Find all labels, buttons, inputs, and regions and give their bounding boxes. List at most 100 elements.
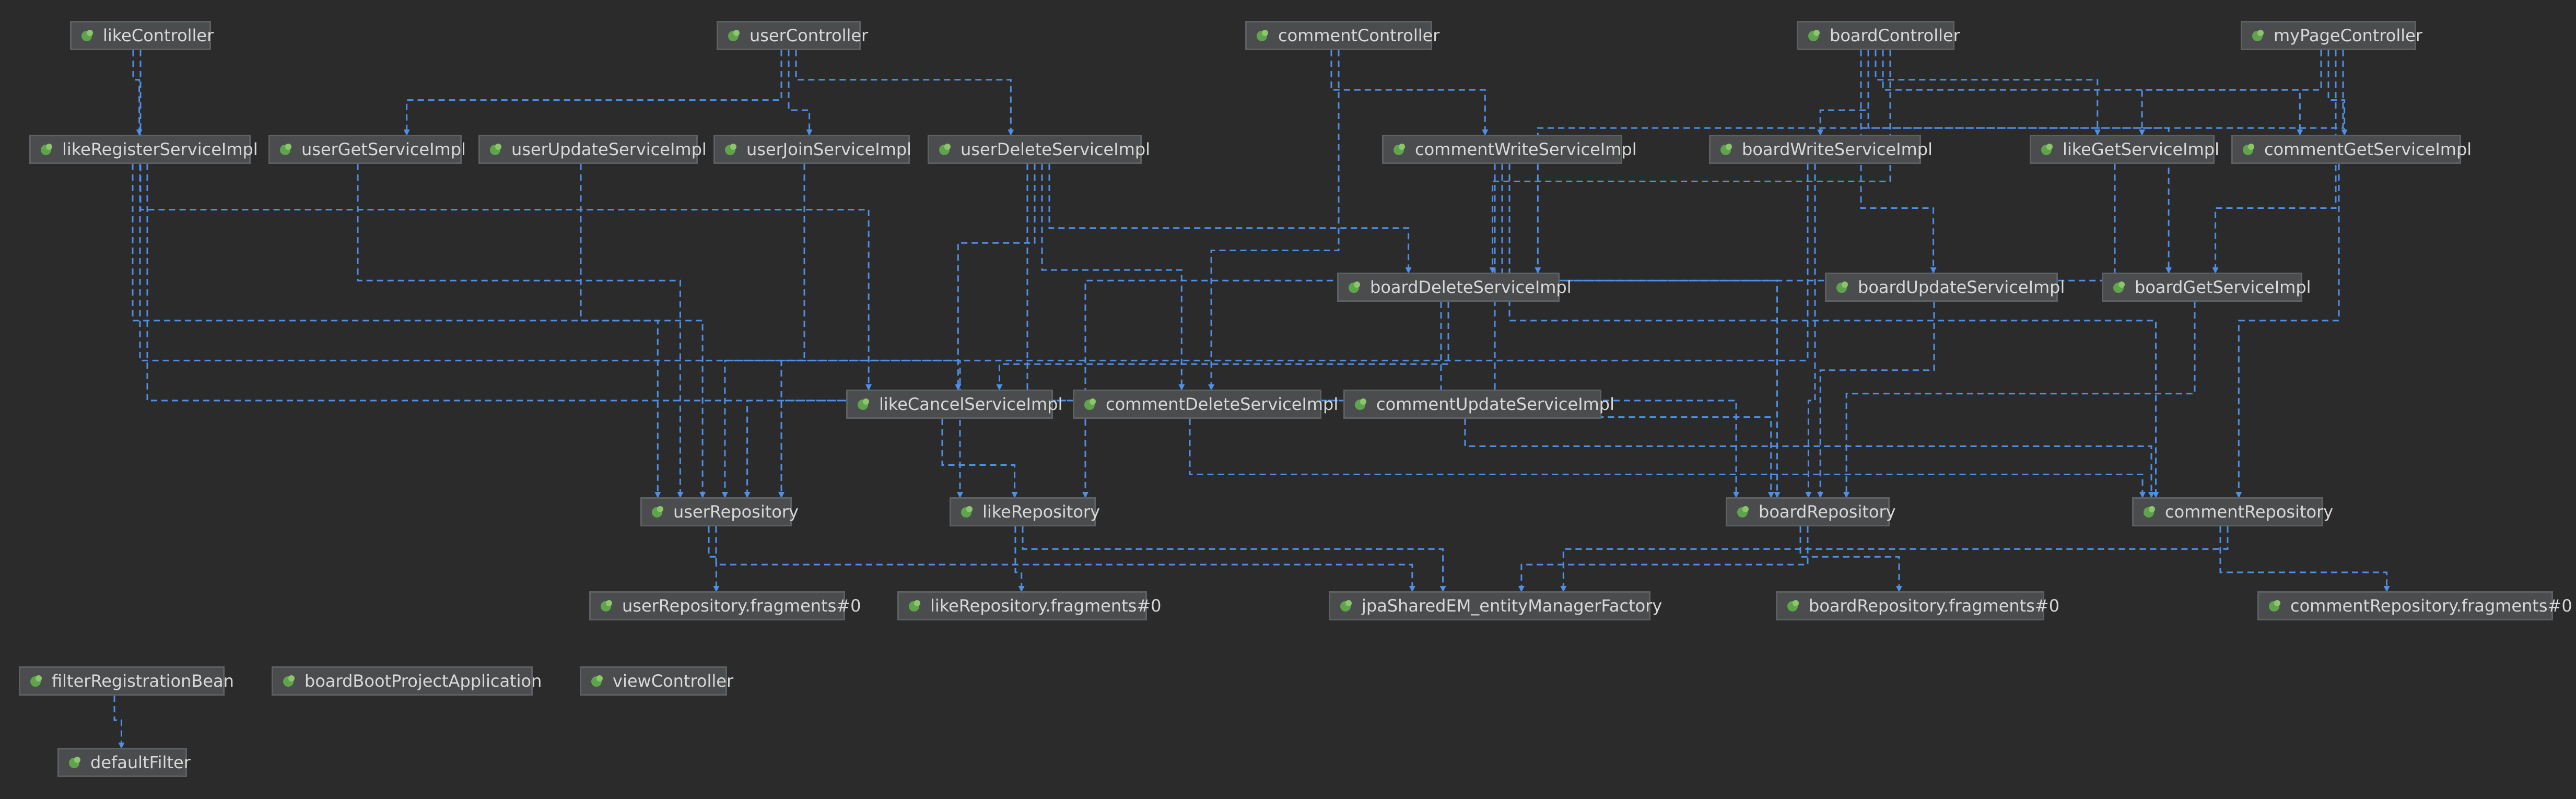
- node-userGetServiceImpl[interactable]: userGetServiceImpl: [268, 135, 466, 164]
- edge-commentWriteServiceImpl-to-userRepository: [778, 164, 1496, 498]
- edge-userJoinServiceImpl-to-userRepository: [721, 164, 805, 498]
- node-label: likeController: [103, 26, 214, 45]
- node-label: userController: [750, 26, 869, 45]
- node-boardWriteServiceImpl[interactable]: boardWriteServiceImpl: [1709, 135, 1933, 164]
- node-userDeleteServiceImpl[interactable]: userDeleteServiceImpl: [928, 135, 1150, 164]
- spring-bean-icon: [1808, 30, 1820, 41]
- edge-boardRepository-to-jpaSharedEM: [1518, 526, 1809, 592]
- node-boardGetServiceImpl[interactable]: boardGetServiceImpl: [2102, 273, 2311, 302]
- spring-bean-icon: [1720, 144, 1732, 155]
- spring-bean-icon: [1257, 30, 1268, 41]
- node-userRepository[interactable]: userRepository: [640, 497, 799, 526]
- edge-myPageController-to-likeGetServiceImpl: [2139, 50, 2322, 136]
- node-commentUpdateServiceImpl[interactable]: commentUpdateServiceImpl: [1343, 390, 1614, 419]
- edge-userGetServiceImpl-to-userRepository: [357, 164, 684, 498]
- node-viewController[interactable]: viewController: [580, 666, 733, 696]
- node-userController[interactable]: userController: [717, 21, 868, 50]
- node-commentRepository-fragments[interactable]: commentRepository.fragments#0: [2257, 591, 2572, 620]
- edge-myPageController-to-boardDeleteServiceImpl: [1535, 50, 2344, 274]
- node-userUpdateServiceImpl[interactable]: userUpdateServiceImpl: [478, 135, 707, 164]
- node-myPageController[interactable]: myPageController: [2241, 21, 2422, 50]
- node-label: filterRegistrationBean: [52, 671, 234, 691]
- edge-likeRegisterServiceImpl-to-userRepository: [132, 164, 661, 498]
- edge-myPageController-to-commentGetServiceImpl: [2327, 50, 2348, 136]
- edge-boardController-to-boardUpdateServiceImpl: [1860, 50, 1937, 274]
- node-label: boardGetServiceImpl: [2135, 277, 2311, 297]
- edge-boardUpdateServiceImpl-to-boardRepository: [1817, 302, 1935, 498]
- node-commentDeleteServiceImpl[interactable]: commentDeleteServiceImpl: [1073, 390, 1338, 419]
- edge-userDeleteServiceImpl-to-userRepository: [744, 164, 1028, 498]
- node-boardRepository-fragments[interactable]: boardRepository.fragments#0: [1776, 591, 2059, 620]
- node-likeRepository-fragments[interactable]: likeRepository.fragments#0: [897, 591, 1162, 620]
- node-likeGetServiceImpl[interactable]: likeGetServiceImpl: [2030, 135, 2219, 164]
- edge-likeController-to-likeCancelServiceImpl: [139, 50, 872, 391]
- node-label: likeRepository: [982, 502, 1100, 522]
- edge-boardController-to-boardWriteServiceImpl: [1817, 50, 1869, 136]
- spring-bean-icon: [1355, 398, 1366, 410]
- node-defaultFilter[interactable]: defaultFilter: [57, 748, 191, 777]
- edge-userController-to-userGetServiceImpl: [403, 50, 782, 136]
- edge-userController-to-userDeleteServiceImpl: [795, 50, 1014, 136]
- spring-bean-icon: [1349, 281, 1360, 293]
- node-label: userUpdateServiceImpl: [511, 139, 707, 159]
- spring-bean-icon: [652, 506, 663, 518]
- node-label: likeRepository.fragments#0: [930, 596, 1162, 616]
- node-label: boardWriteServiceImpl: [1742, 139, 1933, 159]
- node-label: commentRepository.fragments#0: [2290, 596, 2572, 616]
- node-commentController[interactable]: commentController: [1245, 21, 1439, 50]
- node-label: userDeleteServiceImpl: [961, 139, 1151, 159]
- edge-filterRegistrationBean-to-defaultFilter: [113, 696, 125, 749]
- edge-boardRepository-to-boardRepositoryFragments: [1799, 526, 1902, 592]
- edge-commentWriteServiceImpl-to-boardRepository: [1501, 164, 1781, 498]
- edge-boardController-to-boardDeleteServiceImpl: [1489, 50, 1891, 274]
- node-label: boardUpdateServiceImpl: [1858, 277, 2065, 297]
- edge-userUpdateServiceImpl-to-userRepository: [580, 164, 706, 498]
- node-userRepository-fragments[interactable]: userRepository.fragments#0: [589, 591, 861, 620]
- spring-bean-icon: [1340, 600, 1352, 612]
- spring-bean-icon: [591, 675, 603, 687]
- spring-bean-icon: [1737, 506, 1749, 518]
- node-boardController[interactable]: boardController: [1797, 21, 1960, 50]
- spring-bean-icon: [909, 600, 920, 612]
- node-likeController[interactable]: likeController: [70, 21, 214, 50]
- spring-bean-icon: [939, 144, 951, 155]
- edge-userController-to-userJoinServiceImpl: [788, 50, 813, 136]
- node-boardRepository[interactable]: boardRepository: [1726, 497, 1896, 526]
- spring-bean-icon: [1394, 144, 1405, 155]
- node-label: userRepository: [673, 502, 799, 522]
- node-boardDeleteServiceImpl[interactable]: boardDeleteServiceImpl: [1337, 273, 1572, 302]
- node-label: boardRepository: [1759, 502, 1896, 522]
- node-userJoinServiceImpl[interactable]: userJoinServiceImpl: [713, 135, 911, 164]
- edge-boardDeleteServiceImpl-to-likeCancelServiceImpl: [996, 302, 1449, 391]
- node-commentGetServiceImpl[interactable]: commentGetServiceImpl: [2231, 135, 2472, 164]
- spring-bean-icon: [283, 675, 295, 687]
- node-label: likeRegisterServiceImpl: [62, 139, 258, 159]
- node-boardBootProjectApplication[interactable]: boardBootProjectApplication: [272, 666, 542, 696]
- edge-userDeleteServiceImpl-to-boardDeleteServiceImpl: [1048, 164, 1412, 274]
- node-likeCancelServiceImpl[interactable]: likeCancelServiceImpl: [846, 390, 1062, 419]
- node-commentRepository[interactable]: commentRepository: [2132, 497, 2333, 526]
- spring-bean-icon: [728, 30, 740, 41]
- edge-myPageController-to-boardGetServiceImpl: [2212, 50, 2337, 274]
- edge-boardController-to-boardGetServiceImpl: [1867, 50, 2172, 274]
- edge-commentWriteServiceImpl-to-commentRepository: [1508, 164, 2159, 498]
- node-jpaSharedEM[interactable]: jpaSharedEM_entityManagerFactory: [1329, 591, 1662, 620]
- node-filterRegistrationBean[interactable]: filterRegistrationBean: [19, 666, 234, 696]
- edge-userDeleteServiceImpl-to-likeCancelServiceImpl: [955, 164, 1036, 391]
- node-likeRepository[interactable]: likeRepository: [950, 497, 1100, 526]
- spring-bean-icon: [81, 30, 93, 41]
- edge-commentRepository-to-jpaSharedEM: [1560, 526, 2229, 592]
- edge-userRepository-to-userRepositoryFragments: [708, 526, 720, 592]
- edge-boardController-to-likeGetServiceImpl: [1875, 50, 2101, 136]
- spring-bean-icon: [69, 757, 80, 768]
- node-label: userGetServiceImpl: [301, 139, 466, 159]
- node-boardUpdateServiceImpl[interactable]: boardUpdateServiceImpl: [1825, 273, 2065, 302]
- node-commentWriteServiceImpl[interactable]: commentWriteServiceImpl: [1382, 135, 1637, 164]
- edge-commentDeleteServiceImpl-to-commentRepository: [1189, 419, 2146, 498]
- edge-likeRepository-to-likeRepositoryFragments: [1014, 526, 1025, 592]
- edge-likeController-to-likeRegisterServiceImpl: [132, 50, 143, 136]
- node-likeRegisterServiceImpl[interactable]: likeRegisterServiceImpl: [29, 135, 258, 164]
- spring-bean-icon: [858, 398, 869, 410]
- spring-bean-icon: [725, 144, 736, 155]
- edge-commentController-to-commentWriteServiceImpl: [1330, 50, 1489, 136]
